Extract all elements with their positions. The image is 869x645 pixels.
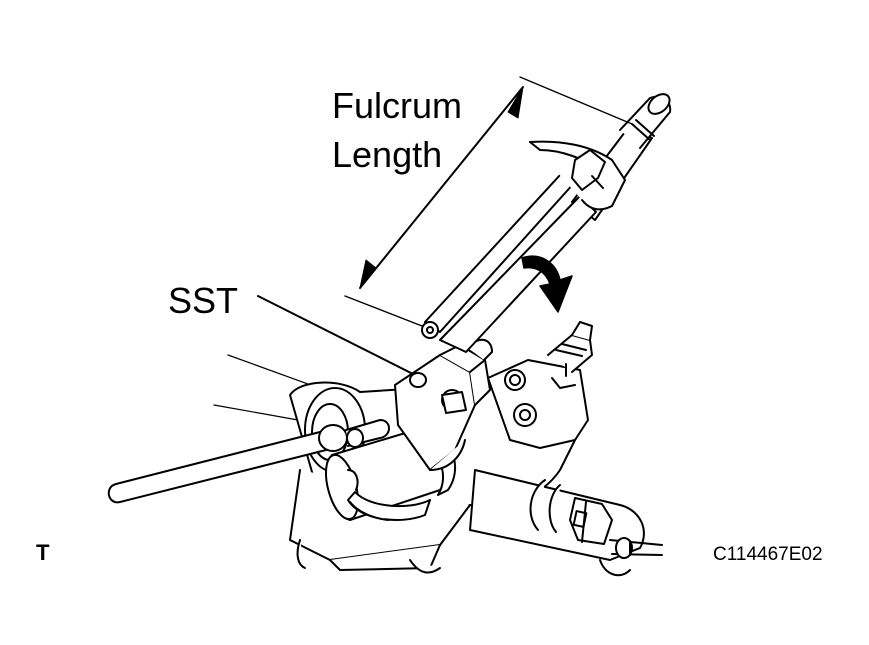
dimension-arrowhead-top bbox=[507, 86, 524, 119]
dimension-arrowhead-bottom bbox=[359, 259, 377, 289]
dimension-line bbox=[359, 86, 524, 289]
sst-adapter bbox=[394, 338, 493, 471]
fulcrum-label-line2: Length bbox=[332, 134, 442, 175]
dimension-extension-top bbox=[519, 76, 633, 125]
sst-label: SST bbox=[168, 280, 238, 321]
figure-code: C114467E02 bbox=[713, 544, 823, 565]
fulcrum-dimension bbox=[344, 76, 633, 327]
holding-bar bbox=[107, 419, 390, 504]
fulcrum-label-line1: Fulcrum bbox=[332, 85, 462, 126]
rotation-arrow bbox=[521, 255, 573, 313]
rack-tube bbox=[469, 469, 663, 577]
torque-wrench bbox=[421, 93, 672, 353]
corner-mark: T bbox=[36, 540, 50, 565]
sst-leader-line bbox=[257, 295, 414, 375]
dimension-extension-bottom bbox=[344, 295, 423, 327]
